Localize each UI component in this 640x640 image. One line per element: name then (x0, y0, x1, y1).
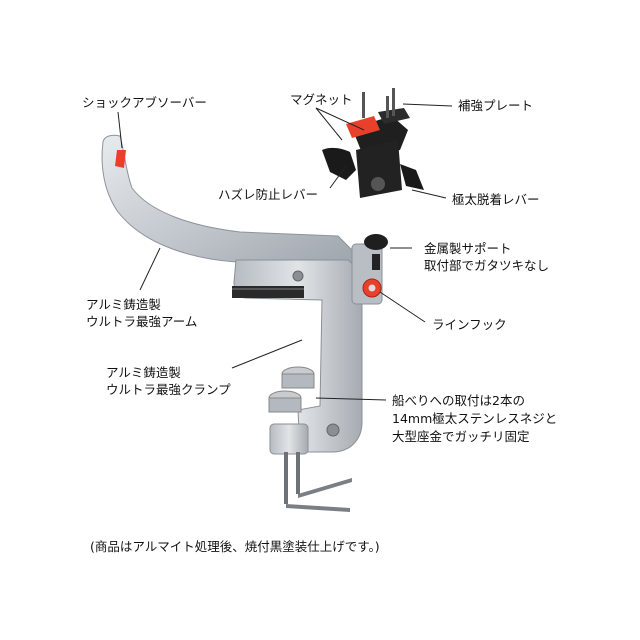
label-arm-2: ウルトラ最強アーム (86, 314, 198, 329)
holder-head (322, 88, 424, 198)
label-arm: アルミ鋳造製 (86, 297, 161, 312)
label-reinforce-plate: 補強プレート (458, 98, 534, 113)
label-mount-3: 大型座金でガッチリ固定 (392, 429, 530, 444)
aluminum-clamp (232, 234, 388, 453)
note-text: (商品はアルマイト処理後、焼付黒塗装仕上げです。) (90, 539, 380, 554)
mount-screws (268, 366, 352, 512)
label-magnet: マグネット (290, 92, 353, 107)
label-line-hook: ラインフック (432, 317, 507, 332)
label-metal-support: 金属製サポート (424, 241, 512, 256)
label-clamp-2: ウルトラ最強クランプ (106, 382, 231, 397)
label-mount: 船べりへの取付は2本の (392, 393, 525, 408)
label-thick-release-lever: 極太脱着レバー (452, 192, 540, 207)
label-shock-absorber: ショックアブソーバー (82, 95, 207, 110)
label-mount-2: 14mm極太ステンレスネジと (392, 411, 558, 426)
label-clamp: アルミ鋳造製 (106, 365, 181, 380)
label-anti-slip-lever: ハズレ防止レバー (218, 187, 319, 202)
shock-absorber-tip (115, 150, 126, 168)
label-metal-support-2: 取付部でガタツキなし (424, 258, 550, 273)
rubber-pad (232, 286, 304, 298)
